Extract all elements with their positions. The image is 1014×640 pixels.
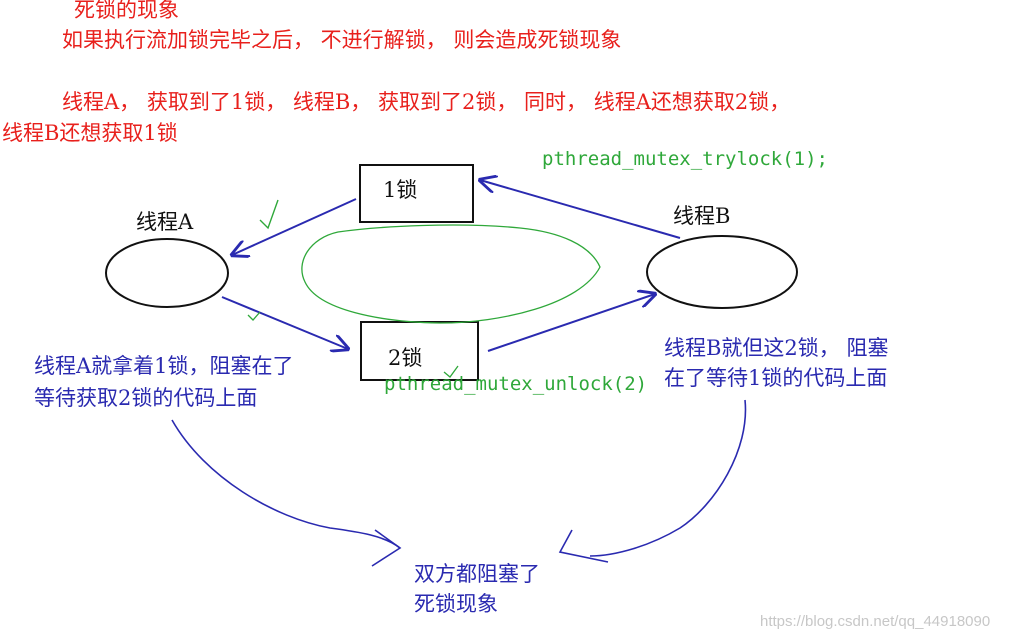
header-line-1: 如果执行流加锁完毕之后， 不进行解锁， 则会造成死锁现象 bbox=[62, 28, 622, 52]
thread-a-note-2: 等待获取2锁的代码上面 bbox=[34, 386, 258, 410]
curve-thread-b-to-result bbox=[589, 399, 747, 557]
check-mark-icon bbox=[247, 311, 261, 321]
result-note-2: 死锁现象 bbox=[414, 592, 498, 616]
lock-1-label: 1锁 bbox=[383, 178, 418, 202]
thread-a-label: 线程A bbox=[136, 210, 194, 234]
thread-b-note-1: 线程B就但这2锁， 阻塞 bbox=[664, 336, 889, 360]
unlock-code: pthread_mutex_unlock(2) bbox=[384, 373, 648, 395]
header-line-2: 线程A， 获取到了1锁， 线程B， 获取到了2锁， 同时， 线程A还想获取2锁， bbox=[62, 90, 791, 114]
curve-arrowhead-a bbox=[371, 529, 402, 567]
lock-1-box bbox=[359, 164, 474, 223]
trylock-code: pthread_mutex_trylock(1); bbox=[542, 148, 828, 170]
watermark: https://blog.csdn.net/qq_44918090 bbox=[760, 613, 991, 630]
curve-thread-a-to-result bbox=[171, 419, 401, 549]
thread-a-node bbox=[105, 238, 229, 308]
thread-b-label: 线程B bbox=[673, 204, 731, 228]
arrow-lock2-to-thread-b bbox=[487, 294, 655, 352]
thread-b-note-2: 在了等待1锁的代码上面 bbox=[664, 366, 888, 390]
arrow-thread-a-to-lock2 bbox=[221, 296, 348, 349]
result-note-1: 双方都阻塞了 bbox=[414, 562, 540, 586]
arrow-thread-b-to-lock1 bbox=[480, 180, 681, 239]
check-mark-icon bbox=[259, 199, 279, 230]
deadlock-cycle-loop bbox=[301, 224, 601, 324]
curve-arrowhead-b bbox=[558, 529, 609, 563]
lock-2-label: 2锁 bbox=[388, 346, 423, 370]
check-mark-icon bbox=[443, 365, 459, 378]
thread-a-note-1: 线程A就拿着1锁，阻塞在了 bbox=[34, 354, 294, 378]
header-line-3: 线程B还想获取1锁 bbox=[2, 121, 178, 145]
arrow-lock1-to-thread-a bbox=[232, 198, 357, 255]
thread-b-node bbox=[646, 235, 798, 309]
diagram-title: 死锁的现象 bbox=[74, 0, 179, 22]
